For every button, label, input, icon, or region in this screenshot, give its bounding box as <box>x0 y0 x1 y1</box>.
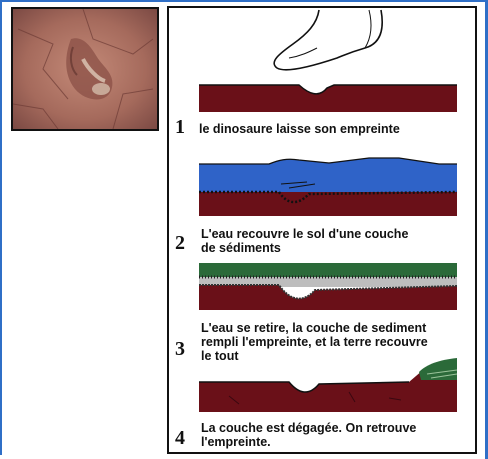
stage3-filled-footprint <box>199 263 457 310</box>
step-caption-1: le dinosaure laisse son empreinte <box>199 122 400 136</box>
step-number-4: 4 <box>175 428 185 448</box>
step-caption-3: L'eau se retire, la couche de sediment r… <box>201 321 428 363</box>
step-caption-2: L'eau recouvre le sol d'une couche de sé… <box>201 227 408 255</box>
step-number-2: 2 <box>175 233 185 253</box>
stage4-exposed-footprint <box>199 358 457 412</box>
step-number-1: 1 <box>175 117 185 137</box>
step-number-3: 3 <box>175 339 185 359</box>
step-caption-4: La couche est dégagée. On retrouve l'emp… <box>201 421 416 449</box>
stage1-soil <box>199 85 457 112</box>
stage2-water-sediment <box>199 158 457 216</box>
fossil-footprint-photo <box>11 7 159 131</box>
dinosaur-foot-outline <box>274 10 382 70</box>
fossilization-diagram: 1 le dinosaure laisse son empreinte 2 L'… <box>167 6 477 454</box>
